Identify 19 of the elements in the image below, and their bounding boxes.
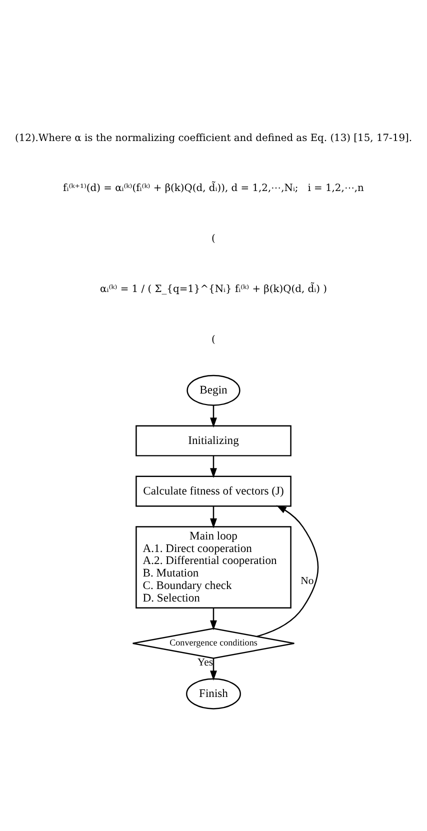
label: ( <box>212 233 216 244</box>
arrow <box>210 506 217 528</box>
node-box: Initializing <box>136 424 292 456</box>
node-ellipse: Begin <box>186 374 240 406</box>
label: ( <box>212 334 216 345</box>
arrow <box>210 658 217 680</box>
node-diamond: Convergence conditions <box>132 627 295 658</box>
arrow <box>210 455 217 478</box>
node-box: Calculate fitness of vectors (J) <box>136 475 292 506</box>
arrow <box>210 607 217 630</box>
label: αᵢ⁽ᵏ⁾ = 1 / ( Σ_{q=1}^{Nᵢ} fᵢ⁽ᵏ⁾ + β(k)Q(d, d̃ᵢ) ) <box>100 284 327 295</box>
arrow <box>210 404 217 428</box>
label: fᵢ⁽ᵏ⁺¹⁾(d) = αᵢ⁽ᵏ⁾(fᵢ⁽ᵏ⁾ + β(k)Q(d, d̃ᵢ)), d = 1,2,⋯,Nᵢ; i = 1,2,⋯,n <box>63 182 364 194</box>
node-box: Main loop A.1. Direct cooperation A.2. Differential cooperation B. Mutation C. Boundary check D. Selection <box>136 526 292 608</box>
arrow <box>256 504 319 636</box>
edge-label: No <box>300 574 314 586</box>
edge-label: Yes <box>197 656 214 668</box>
node-ellipse: Finish <box>186 678 241 709</box>
label: (12).Where α is the normalizing coefficient and defined as Eq. (13) [15, 17-19]. <box>14 132 412 144</box>
